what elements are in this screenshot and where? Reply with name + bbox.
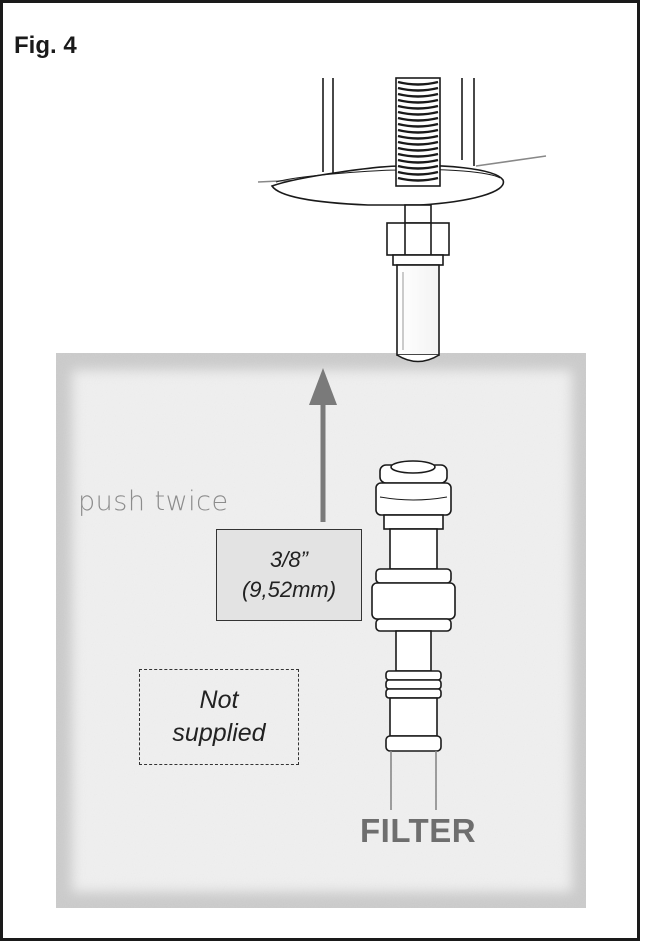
not-supplied-line1: Not [199, 686, 239, 714]
valve-fitting [386, 204, 450, 363]
figure-frame [0, 0, 640, 941]
push-twice-label: push twice [78, 486, 229, 517]
not-supplied-line2: supplied [172, 719, 266, 747]
push-arrow [309, 368, 337, 522]
pipe-size-mm: (9,52mm) [241, 577, 337, 602]
not-supplied-callout: Not supplied [139, 669, 299, 765]
pipe-size-inch: 3/8” [270, 547, 308, 572]
filter-label: FILTER [360, 812, 477, 849]
threaded-rod [397, 80, 439, 182]
pipe-size-callout: 3/8” (9,52mm) [216, 529, 362, 621]
filter-connector [371, 460, 456, 810]
valve-housing [257, 77, 547, 206]
figure-title: Fig. 4 [14, 32, 77, 59]
